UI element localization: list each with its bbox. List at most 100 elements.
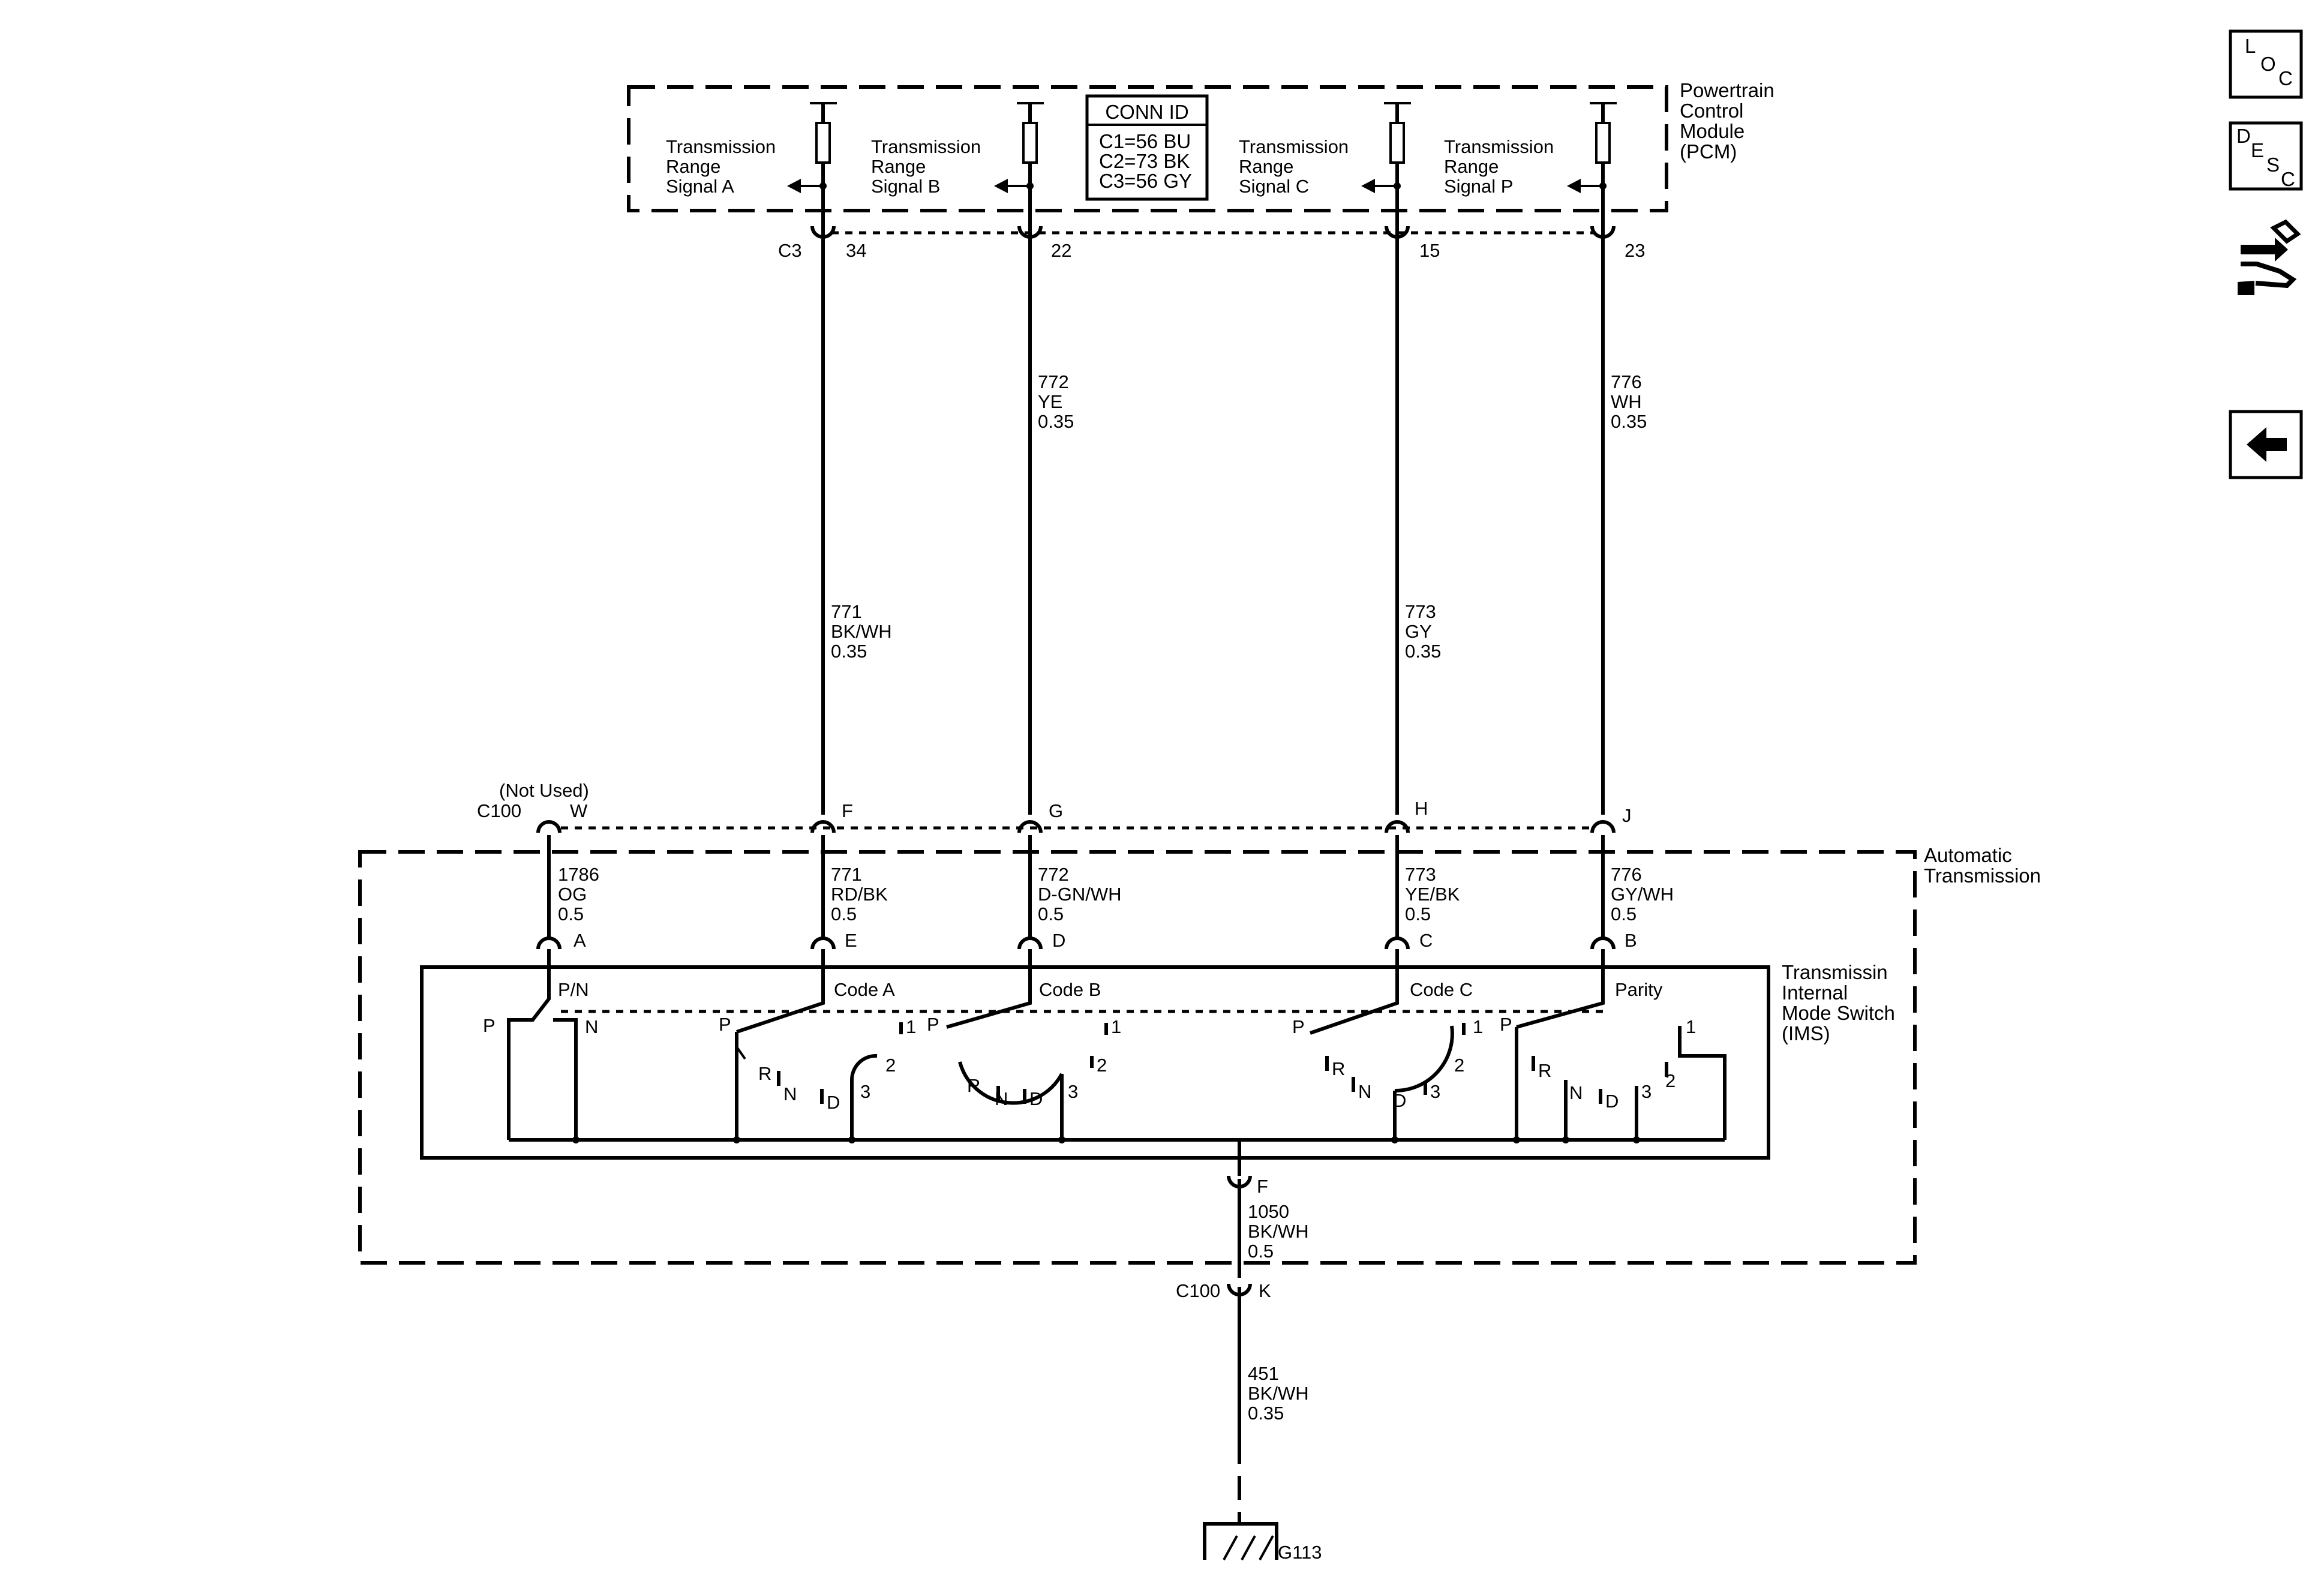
ims-pin-d-terminal xyxy=(1017,936,1043,950)
upper-wires: 771 BK/WH 0.35 772 YE 0.35 773 GY 0.35 7… xyxy=(821,234,1647,815)
ground-symbol-icon xyxy=(1203,1522,1278,1560)
wire-771-lower-color: RD/BK xyxy=(831,884,888,905)
signal-b-line1: Transmission xyxy=(871,136,981,157)
ims-pin-c: C xyxy=(1419,930,1433,951)
signal-b-line3: Signal B xyxy=(871,176,940,197)
c100-pin-g: G xyxy=(1049,800,1063,821)
signal-a-line2: Range xyxy=(666,156,720,177)
pn-pos-n: N xyxy=(585,1016,598,1037)
automatic-transmission: Automatic Transmission xyxy=(358,844,2041,1265)
wire-772-lower-gauge: 0.5 xyxy=(1038,903,1064,924)
arrow-signal-a-icon xyxy=(787,179,801,193)
code-a-pos-d: D xyxy=(827,1092,840,1113)
c100-label: C100 xyxy=(477,800,521,821)
signal-a-line1: Transmission xyxy=(666,136,776,157)
signal-c-line2: Range xyxy=(1239,156,1293,177)
conn-id-line2: C2=73 BK xyxy=(1099,150,1190,172)
wire-776-lower-color: GY/WH xyxy=(1611,884,1674,905)
ims-pin-a-terminal xyxy=(536,936,562,950)
code-b-pos-n: N xyxy=(995,1088,1008,1109)
code-c-pos-n: N xyxy=(1358,1081,1371,1102)
code-c-pos-1: 1 xyxy=(1473,1016,1483,1037)
nav-icons: L O C D E S C xyxy=(2229,29,2303,479)
wire-1050-gauge: 0.5 xyxy=(1248,1241,1274,1262)
c3-pin-23: 23 xyxy=(1625,240,1645,261)
wire-1786-circuit: 1786 xyxy=(558,864,599,885)
schematic-connector-button[interactable] xyxy=(2238,219,2301,295)
wire-773-circuit: 773 xyxy=(1405,601,1436,622)
pcm-signal-b: Transmission Range Signal B xyxy=(871,102,1044,234)
arrow-signal-p-icon xyxy=(1567,179,1581,193)
wire-776-lower-circuit: 776 xyxy=(1611,864,1642,885)
ground-path: F 1050 BK/WH 0.5 C100 K 451 BK/WH 0.35 G… xyxy=(1176,1175,1322,1563)
wire-772-gauge: 0.35 xyxy=(1038,411,1074,432)
ims-code-c-switch: P R N D 1 2 3 xyxy=(1292,967,1483,1143)
wire-771-lower-gauge: 0.5 xyxy=(831,903,857,924)
loc-icon-l: L xyxy=(2245,35,2256,57)
desc-icon-s: S xyxy=(2266,154,2280,176)
ims-pin-b-terminal xyxy=(1590,936,1616,950)
ims-switch: Transmissin Internal Mode Switch (IMS) P… xyxy=(420,961,1895,1176)
c100-pin-f-terminal xyxy=(810,820,836,833)
c100-pin-k: K xyxy=(1259,1280,1271,1301)
ims-parity-switch: P R N D 3 2 1 xyxy=(1500,967,1727,1143)
c100-pin-h: H xyxy=(1415,798,1428,819)
wire-773-lower-gauge: 0.5 xyxy=(1405,903,1431,924)
c100-not-used: (Not Used) xyxy=(499,780,589,801)
conn-id-line3: C3=56 GY xyxy=(1099,170,1192,192)
ims-label-line3: Mode Switch xyxy=(1782,1002,1895,1024)
loc-icon-c: C xyxy=(2278,67,2293,89)
code-a-pos-3: 3 xyxy=(860,1081,870,1102)
back-button[interactable] xyxy=(2229,410,2303,479)
code-b-pos-2: 2 xyxy=(1097,1055,1107,1076)
wire-771-gauge: 0.35 xyxy=(831,641,867,662)
pcm-label-line2: Control xyxy=(1680,100,1743,122)
code-c-pos-p: P xyxy=(1292,1016,1305,1037)
ims-pin-a: A xyxy=(574,930,586,951)
c3-connector-label: C3 xyxy=(778,240,802,261)
code-b-pos-d: D xyxy=(1029,1088,1043,1109)
wire-771-color: BK/WH xyxy=(831,621,892,642)
code-a-pos-n: N xyxy=(783,1083,797,1104)
loc-button[interactable]: L O C xyxy=(2229,29,2303,99)
code-c-pos-3: 3 xyxy=(1430,1081,1440,1102)
desc-icon-d: D xyxy=(2236,125,2251,147)
wire-773-color: GY xyxy=(1405,621,1432,642)
pcm-box xyxy=(627,85,1668,212)
ims-label-line4: (IMS) xyxy=(1782,1022,1830,1044)
parity-pos-1: 1 xyxy=(1686,1016,1696,1037)
c3-pin-22: 22 xyxy=(1051,240,1071,261)
code-b-pos-r: R xyxy=(967,1075,980,1096)
c100-pin-g-terminal xyxy=(1017,820,1043,833)
wire-776-lower-gauge: 0.5 xyxy=(1611,903,1637,924)
arrow-signal-b-icon xyxy=(994,179,1008,193)
wire-1786-color: OG xyxy=(558,884,587,905)
code-c-pos-d: D xyxy=(1393,1090,1406,1111)
signal-c-line3: Signal C xyxy=(1239,176,1309,197)
signal-p-line1: Transmission xyxy=(1444,136,1554,157)
code-a-pos-p: P xyxy=(719,1014,731,1035)
wire-771-circuit: 771 xyxy=(831,601,862,622)
parity-pos-d: D xyxy=(1605,1091,1619,1112)
parity-pos-n: N xyxy=(1569,1082,1583,1103)
wire-773-lower-circuit: 773 xyxy=(1405,864,1436,885)
wire-771-lower-circuit: 771 xyxy=(831,864,862,885)
auto-trans-box xyxy=(358,850,1917,1265)
wire-772-circuit: 772 xyxy=(1038,371,1069,392)
code-a-pos-2: 2 xyxy=(885,1055,896,1076)
ims-pin-d: D xyxy=(1052,930,1065,951)
ims-section-code-c: Code C xyxy=(1410,979,1473,1000)
c3-connector: C3 34 22 15 23 xyxy=(778,226,1645,261)
wire-451-color: BK/WH xyxy=(1248,1383,1309,1404)
pn-pos-p: P xyxy=(483,1015,496,1036)
desc-button[interactable]: D E S C xyxy=(2229,121,2303,191)
pcm-signal-a: Transmission Range Signal A xyxy=(666,102,837,234)
ims-code-b-switch: P R N D 1 2 3 xyxy=(927,967,1121,1143)
desc-icon-c: C xyxy=(2281,168,2295,190)
wire-772-lower-circuit: 772 xyxy=(1038,864,1069,885)
pcm-signal-c: Transmission Range Signal C xyxy=(1239,102,1411,234)
desc-icon-e: E xyxy=(2251,139,2264,161)
ims-label-line1: Transmissin xyxy=(1782,961,1888,983)
c100-pin-w-terminal xyxy=(536,820,562,833)
